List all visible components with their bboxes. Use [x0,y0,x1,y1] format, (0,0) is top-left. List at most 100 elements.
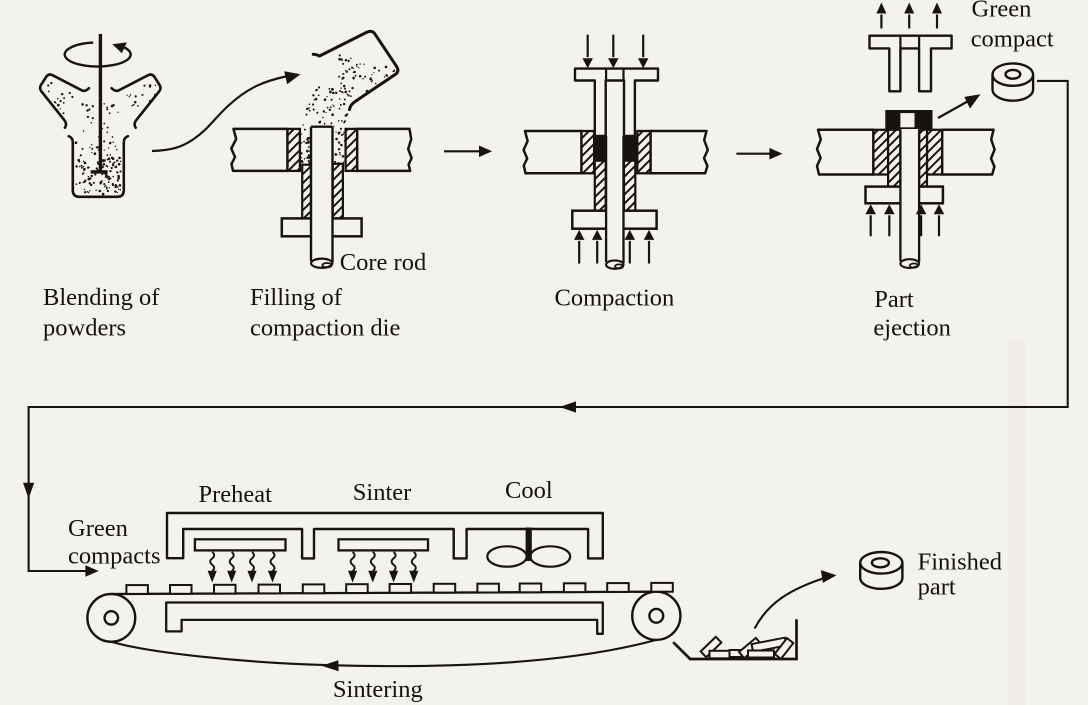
belt-part [257,583,281,595]
arrow-head [932,2,942,14]
powder-dot [83,172,85,174]
powder-dot [329,90,332,94]
powder-dot [81,147,84,150]
agitator-shaft [98,33,103,171]
flow-arrow-compaction-to-ejection [736,147,783,160]
filling-label-line1: Filling of [250,284,343,311]
powder-dot [338,57,341,61]
heat-arrow-head [227,570,237,583]
powder-dot [371,73,373,76]
upper-punch-rod-hole [899,35,921,49]
powder-dot [308,107,310,109]
core-rod-part [899,258,921,270]
powder-dot [107,147,110,149]
agitator-blade [90,170,108,174]
powder-dot [56,97,59,100]
powder-dot [308,103,311,105]
ejected-compact [885,110,933,129]
powder-dot [87,176,90,178]
heat-arrow-stem [269,551,276,572]
powder-dot [328,87,331,90]
powder-dot [113,161,116,164]
powder-dot [143,84,146,87]
powder-dot [98,190,100,192]
powder-dot [91,151,93,154]
powder-dot [340,133,343,137]
powder-dot [62,112,65,115]
powder-dot [306,138,309,141]
powder-dot [344,58,348,62]
powder-dot [369,77,372,81]
powder-dot [68,92,71,95]
powder-dot [112,175,114,178]
powder-dot [108,186,110,189]
powder-dot [108,160,112,163]
die-table-right [940,128,996,176]
ejection-station [815,2,1035,270]
powder-dot [114,166,117,169]
powder-dot [118,156,121,160]
sinter-zone-label: Sinter [353,479,412,506]
compaction-label: Compaction [555,285,675,312]
heat-arrow-stem [349,551,356,572]
leftward-arrowhead [559,401,576,413]
powder-dot [342,102,346,106]
powder-dot [105,184,107,187]
parts-in-tray [699,635,795,661]
powder-dot [141,93,144,96]
core-rod [899,129,921,270]
powder-dot [87,191,90,194]
finished-part-label-line1: Finished [918,549,1002,576]
powder-dot [103,140,106,143]
powder-dot [83,190,87,194]
powder-dot [307,140,310,143]
powder-dot [119,160,122,163]
powder-dot [322,110,326,113]
arrow-head [624,229,636,240]
arrow-head [573,229,585,240]
powder-dot [331,87,334,91]
powder-dot [94,173,97,176]
powder-dot [116,159,119,162]
powder-dot [118,184,122,187]
powder-dot [92,181,95,184]
arrow-head [915,204,927,215]
powder-dot [117,175,120,178]
powder-dot [47,90,50,93]
powder-dot [343,120,347,123]
powder-dot [340,82,343,85]
powder-dot [117,162,121,166]
powder-dot [95,189,97,191]
core-rod-part [321,262,333,269]
powder-dot [335,131,337,133]
green-compact-part-part [1004,68,1022,80]
powder-dot [90,174,93,178]
agitator-blade-tick [104,172,109,179]
lower-punch-left [301,163,313,220]
powder-dot [75,165,78,168]
lower-punch-right [917,128,929,188]
powder-dot [111,136,114,138]
powder-dot [77,158,81,162]
fan-shaft [525,527,532,561]
powder-dot [117,176,120,180]
powder-dot [352,77,355,80]
compacts-on-belt [125,581,674,595]
powder-dot [119,188,122,191]
transfer-arrow-blending-to-filling [151,71,301,153]
powder-dot [119,170,122,173]
powder-dot [342,133,345,136]
powder-dot [81,103,84,106]
powder-dot [335,153,338,156]
lower-punch-right [331,162,345,220]
powder-dot [83,180,86,183]
output-area [672,550,904,661]
powder-dot [117,111,119,113]
blender-vessel-part [67,134,130,199]
lower-punch-left [593,159,607,212]
powder-dot [95,167,98,170]
powder-dot [105,186,108,189]
powder-dot [334,160,337,164]
arrow-head [643,229,655,240]
